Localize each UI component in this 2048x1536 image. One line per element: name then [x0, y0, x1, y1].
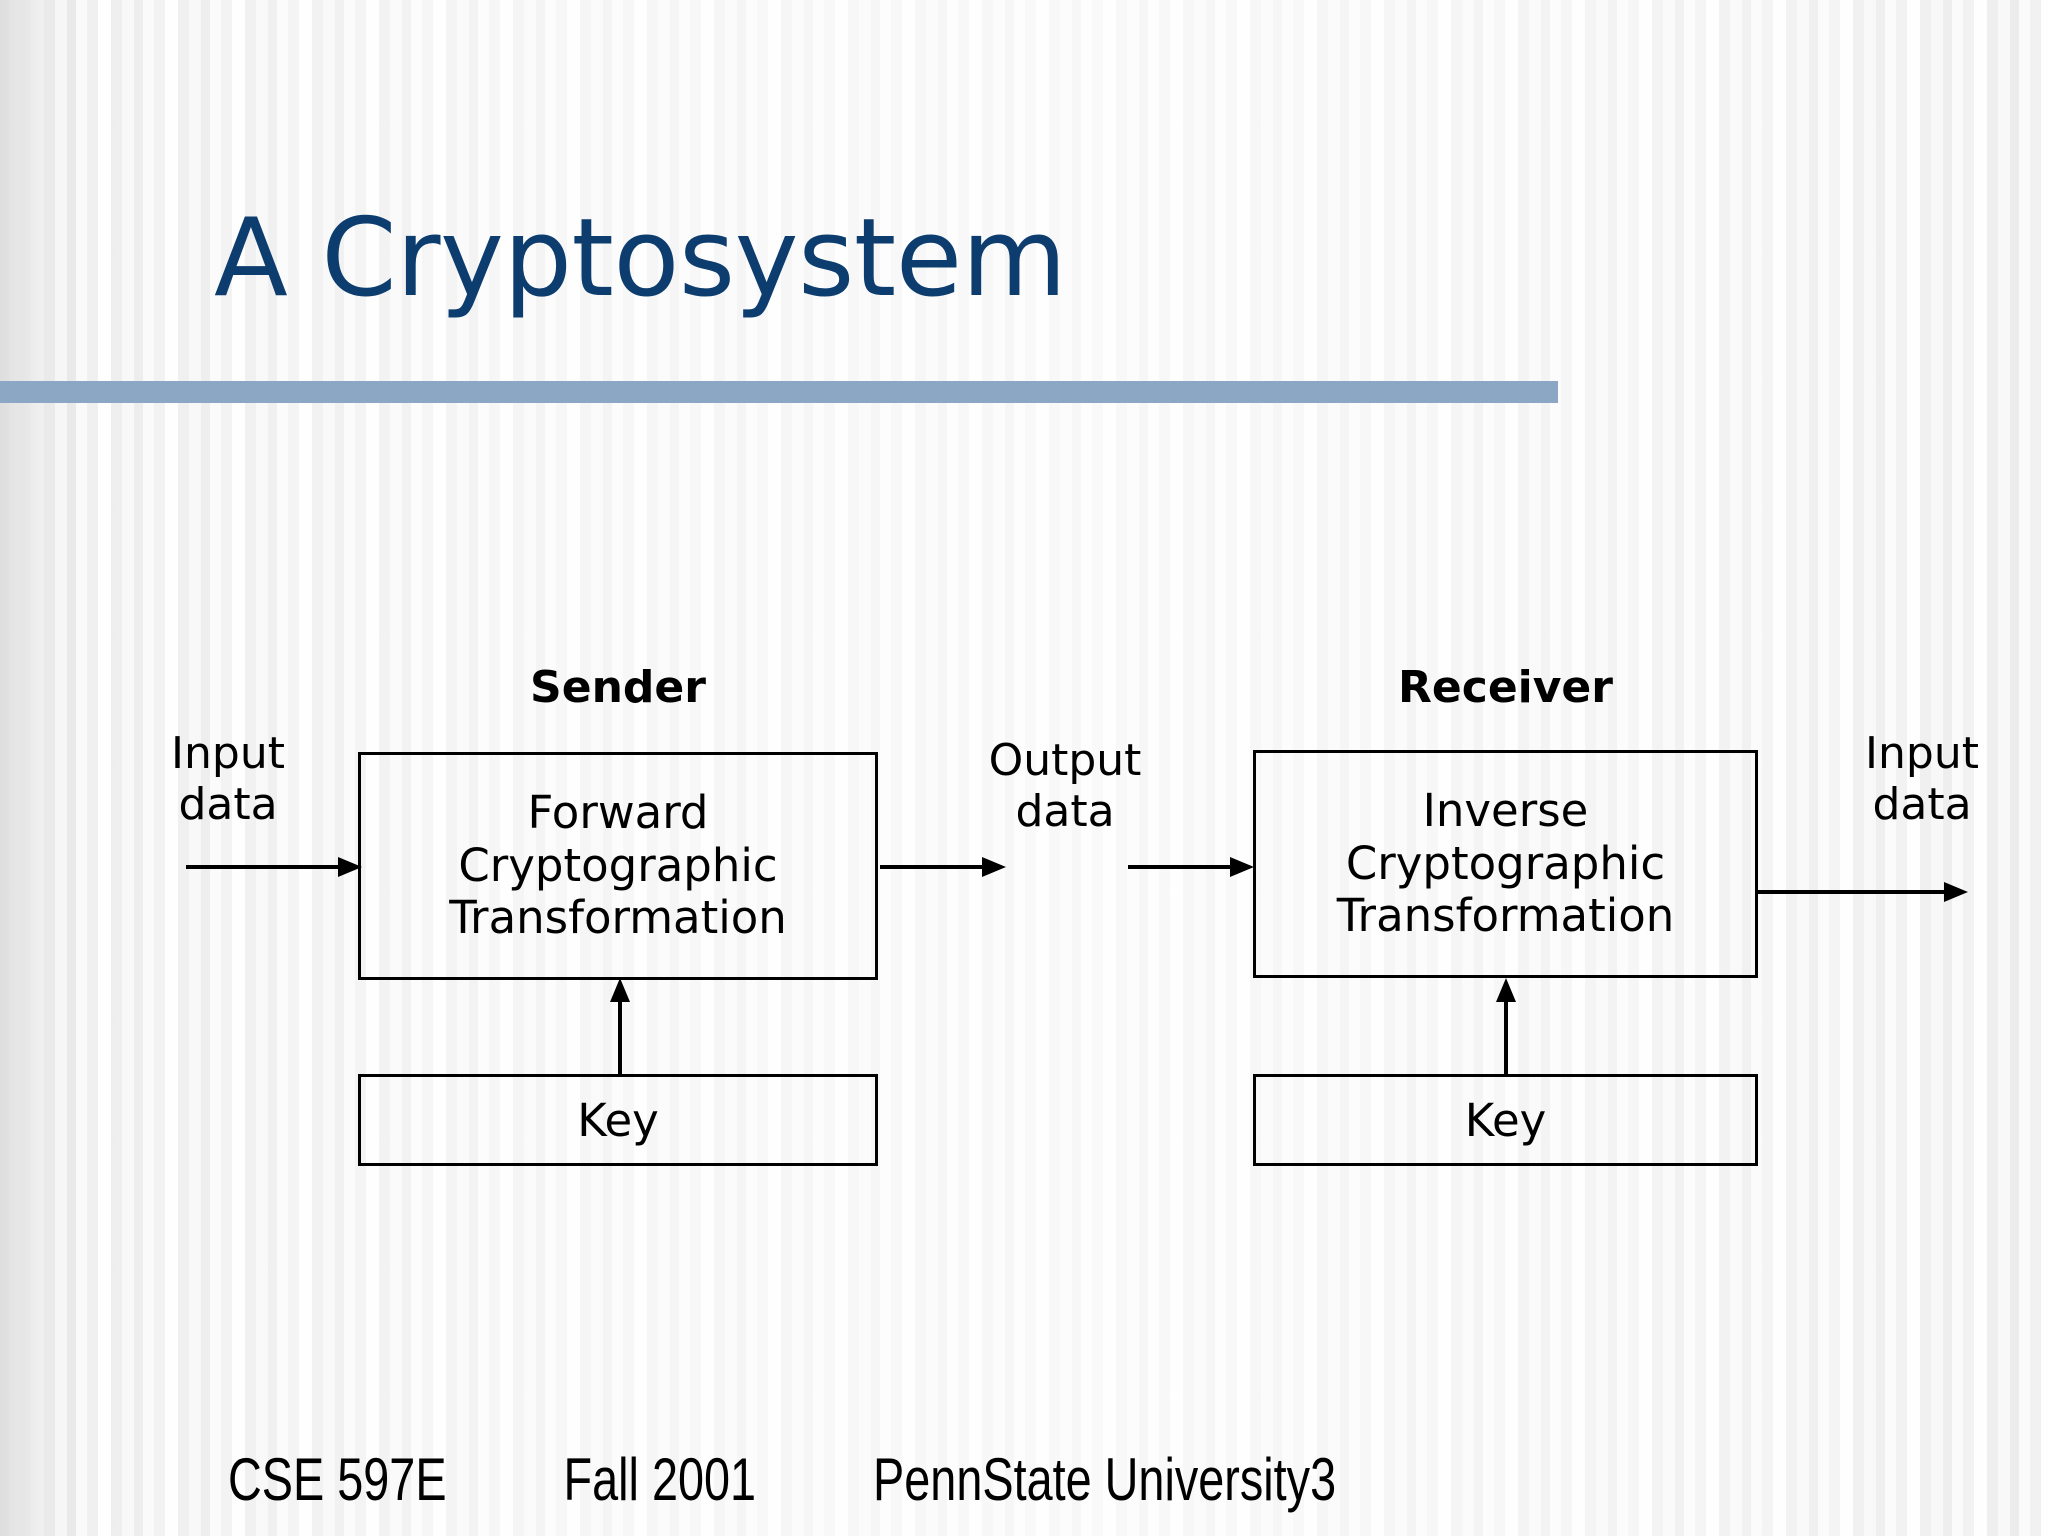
- forward-transformation-box: Forward Cryptographic Transformation: [358, 752, 878, 980]
- footer-course: CSE 597E: [228, 1445, 447, 1513]
- key-label-receiver: Key: [1464, 1093, 1547, 1147]
- inverse-transformation-text: Inverse Cryptographic Transformation: [1336, 784, 1675, 943]
- footer-term: Fall 2001: [563, 1445, 757, 1513]
- input-arrow-left: [186, 857, 362, 877]
- sender-label: Sender: [530, 662, 706, 713]
- input-data-right-label: Input data: [1812, 728, 2032, 830]
- page-title: A Cryptosystem: [214, 196, 1067, 321]
- output-data-label: Output data: [955, 735, 1175, 837]
- slide-footer: CSE 597E Fall 2001 PennState University3: [0, 1434, 2048, 1524]
- key-label-sender: Key: [577, 1093, 659, 1147]
- input-data-left-label: Input data: [118, 728, 338, 830]
- output-arrow-from-sender: [880, 857, 1006, 877]
- input-data-left-text: Input data: [171, 728, 285, 831]
- footer-institution: PennState University3: [873, 1445, 1337, 1513]
- forward-transformation-text: Forward Cryptographic Transformation: [449, 786, 787, 945]
- output-arrow-to-receiver: [1128, 857, 1254, 877]
- key-box-sender: Key: [358, 1074, 878, 1166]
- input-data-right-text: Input data: [1865, 728, 1979, 831]
- key-arrow-right: [1496, 978, 1516, 1074]
- title-underline-rule: [0, 381, 1558, 403]
- inverse-transformation-box: Inverse Cryptographic Transformation: [1253, 750, 1758, 978]
- key-arrow-left: [610, 978, 630, 1074]
- key-box-receiver: Key: [1253, 1074, 1758, 1166]
- footer-gap-2: [756, 1445, 873, 1514]
- footer-gap-1: [447, 1445, 564, 1514]
- receiver-label: Receiver: [1398, 662, 1613, 713]
- output-data-text: Output data: [988, 735, 1142, 838]
- background-edge-shade: [0, 0, 44, 1536]
- output-arrow-right: [1758, 882, 1968, 902]
